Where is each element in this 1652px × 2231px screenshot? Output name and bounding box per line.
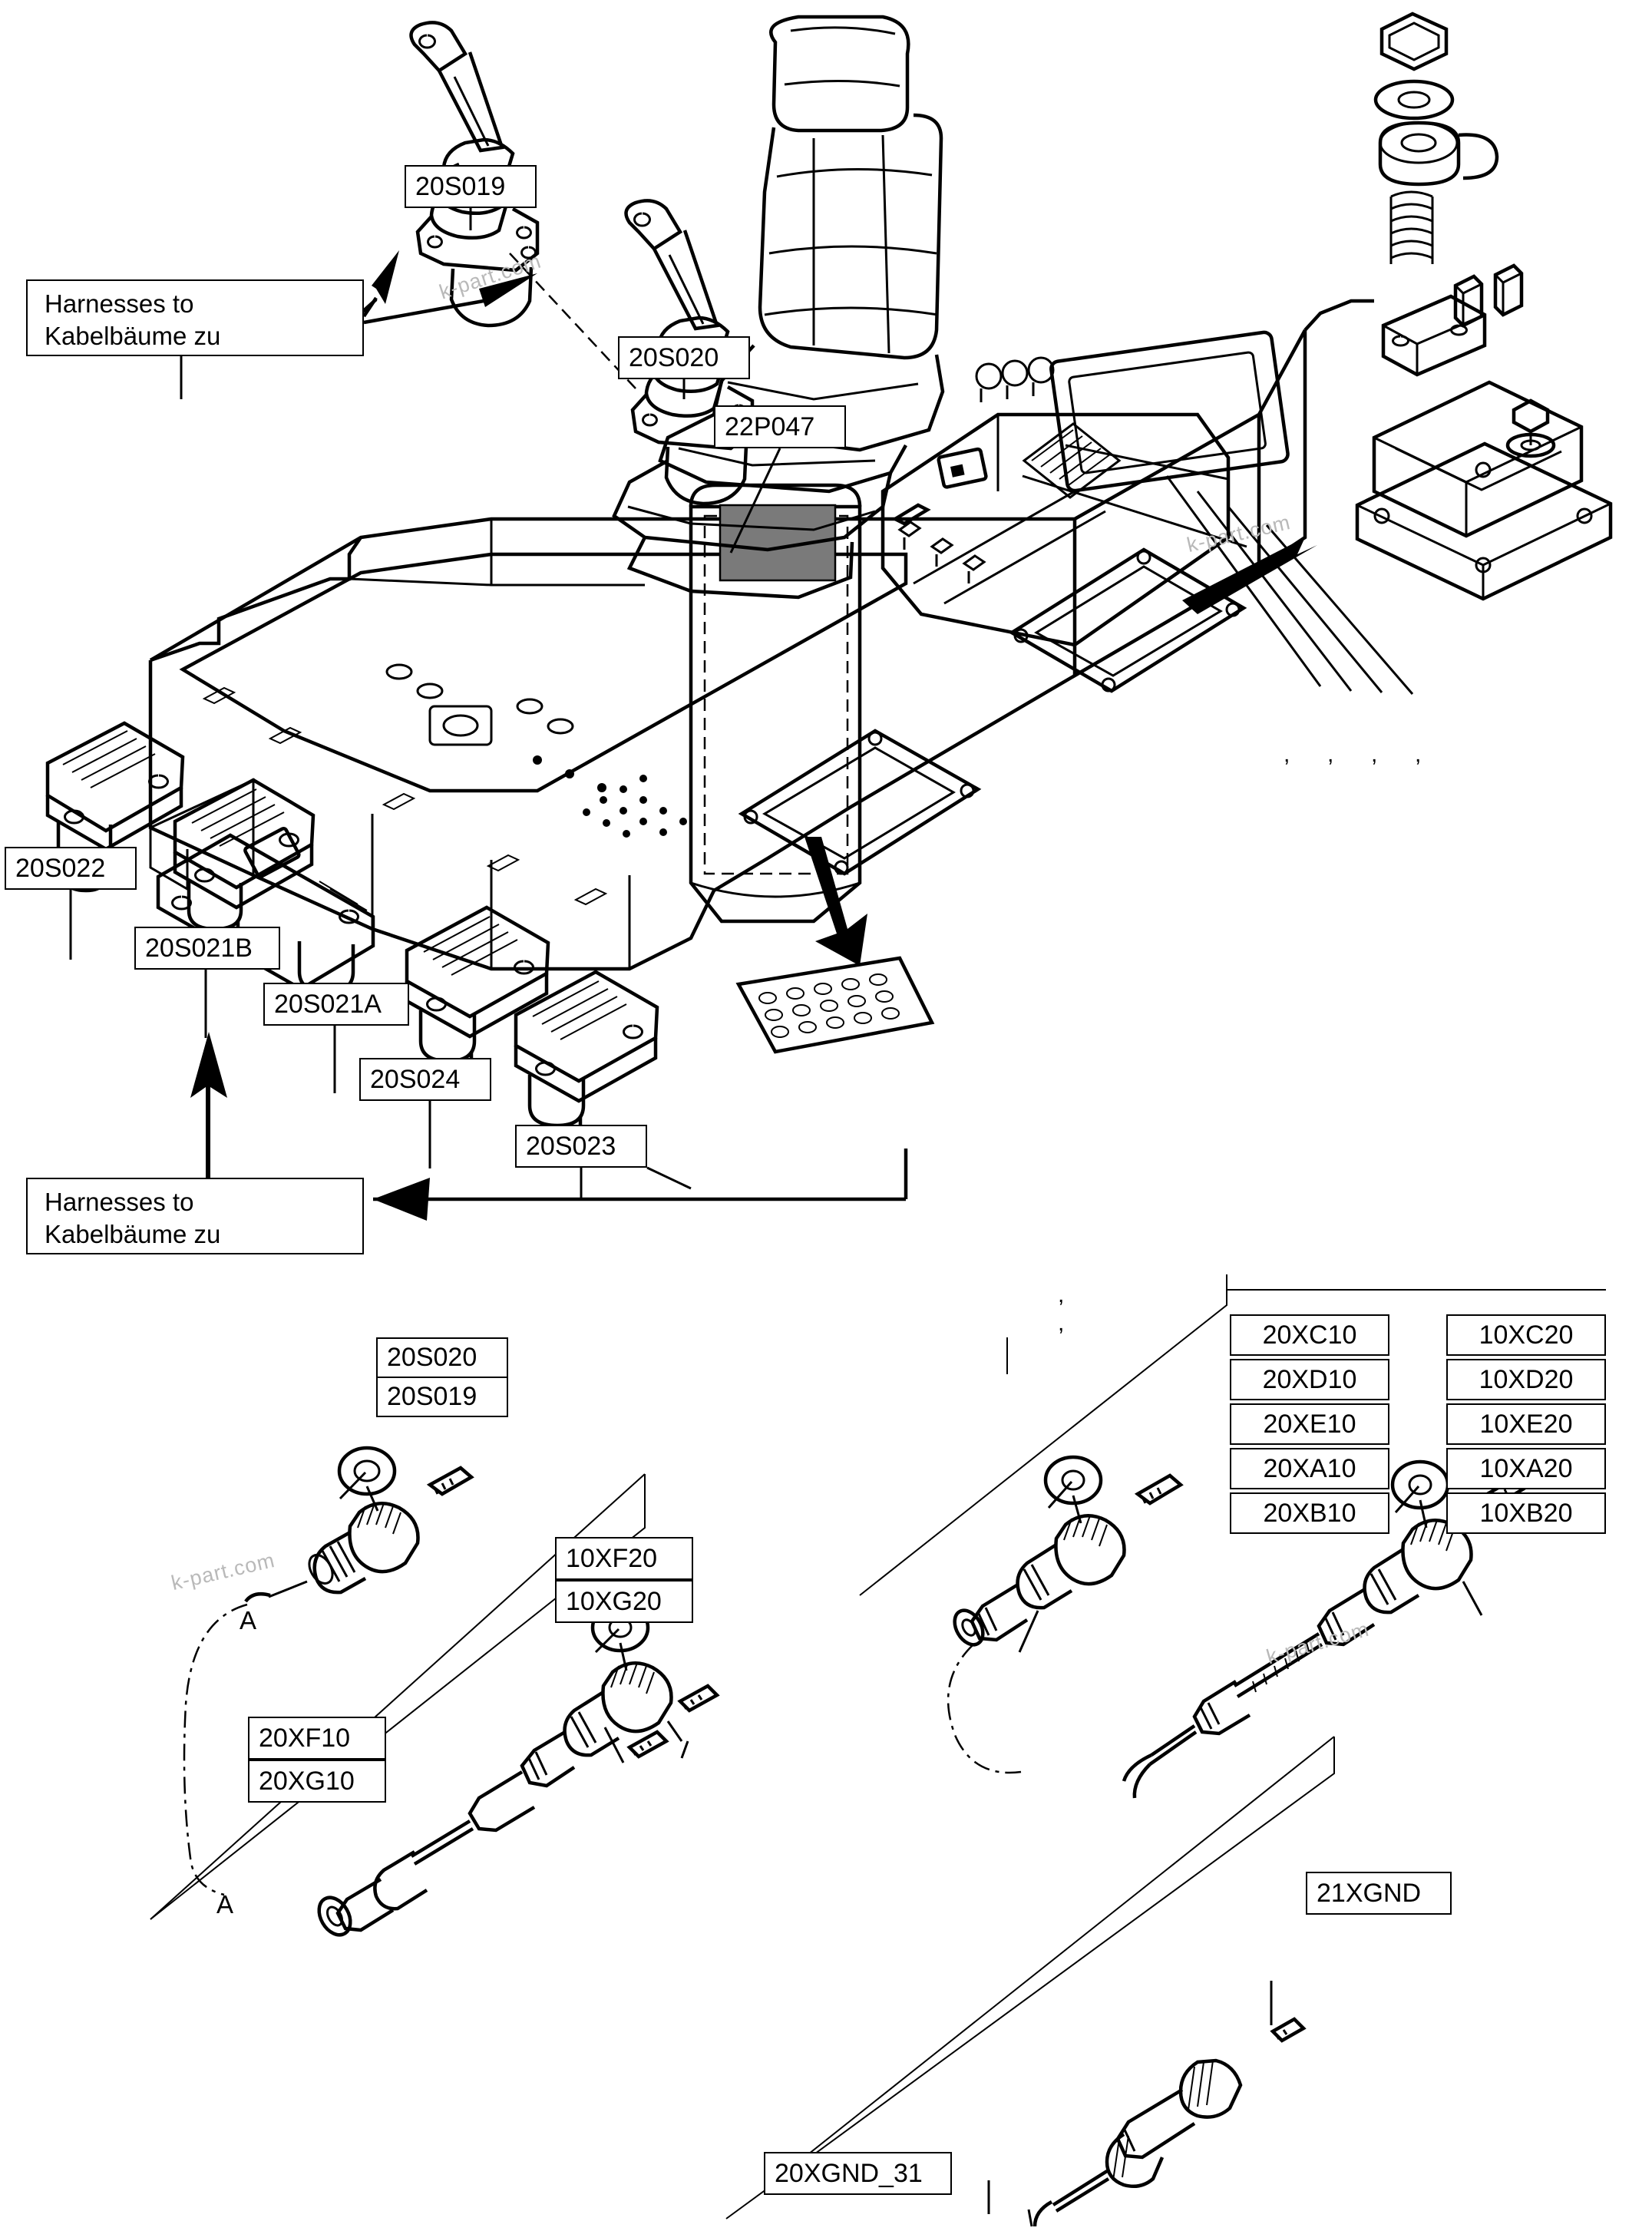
callout-20xf10-connector[interactable]: 20XF10 [248, 1717, 386, 1760]
callout-10xd20[interactable]: 10XD20 [1446, 1359, 1606, 1400]
floor-access-panel-lower [738, 729, 982, 876]
callout-20s019-joystick[interactable]: 20S019 [405, 165, 537, 208]
stray-comma-6: , [1058, 1311, 1065, 1336]
connector-assembly-right-upper [953, 1455, 1184, 1653]
leader-lines-pedals [69, 890, 908, 1221]
section-route-a-a [183, 1603, 248, 1896]
section-letter-a-upper: A [240, 1606, 257, 1634]
enclosure-box [1355, 380, 1613, 601]
callout-20s021a-pedal[interactable]: 20S021A [263, 983, 409, 1026]
callout-20s022-pedal[interactable]: 20S022 [5, 847, 137, 890]
spring-part [1389, 190, 1434, 264]
cab-floor-platform [148, 299, 1374, 971]
harness-note-bottom: Harnesses to Kabelbäume zu [26, 1178, 364, 1254]
cable-braid [1252, 1642, 1310, 1693]
callout-20s021b-pedal[interactable]: 20S021B [134, 927, 280, 970]
connector-route-right [947, 1644, 1022, 1774]
section-letter-a-lower: A [216, 1890, 234, 1919]
callout-20xa10[interactable]: 20XA10 [1230, 1448, 1389, 1489]
stray-comma-3: , [1371, 742, 1378, 767]
callout-20s024-pedal[interactable]: 20S024 [359, 1058, 491, 1101]
leader-lines-upper [180, 208, 1414, 695]
console-pedestal [689, 483, 862, 924]
callout-10xc20[interactable]: 10XC20 [1446, 1314, 1606, 1356]
callout-20xe10[interactable]: 20XE10 [1230, 1403, 1389, 1445]
callout-20xc10[interactable]: 20XC10 [1230, 1314, 1389, 1356]
hardware-stack-top-right [1373, 12, 1524, 377]
switch-row [891, 503, 986, 583]
callout-20xb10[interactable]: 20XB10 [1230, 1492, 1389, 1534]
note-line-en: Harnesses to [45, 289, 194, 318]
stray-comma-7: , [17, 2217, 24, 2231]
connector-assembly-right-lower [1122, 1459, 1531, 1799]
callout-21xgnd-ground[interactable]: 21XGND [1306, 1872, 1452, 1915]
stray-comma-2: , [1327, 742, 1334, 767]
callout-20s020[interactable]: 20S020 [387, 1343, 477, 1372]
callout-20xg10-connector[interactable]: 20XG10 [248, 1760, 386, 1803]
callout-20s019[interactable]: 20S019 [378, 1377, 507, 1416]
ground-lead-assembly [987, 1981, 1307, 2227]
note-line-en: Harnesses to [45, 1188, 194, 1216]
callout-10xb20[interactable]: 10XB20 [1446, 1492, 1606, 1534]
perforated-cover-plate [735, 837, 935, 1054]
connector-assembly-left-upper [244, 1446, 474, 1603]
callout-10xg20-connector[interactable]: 10XG20 [555, 1580, 693, 1623]
callout-20s023-pedal[interactable]: 20S023 [515, 1125, 647, 1168]
connector-assembly-left-lower [317, 1602, 720, 1937]
note-line-de: Kabelbäume zu [45, 322, 221, 351]
callout-10xe20[interactable]: 10XE20 [1446, 1403, 1606, 1445]
stray-comma-1: , [1284, 742, 1290, 767]
floor-deck [179, 552, 908, 838]
stray-comma-5: , [1058, 1282, 1065, 1307]
callout-10xf20-connector[interactable]: 10XF20 [555, 1537, 693, 1580]
floor-access-panel-upper [1008, 547, 1247, 693]
stray-comma-4: , [1415, 742, 1422, 767]
callout-joystick-connector-pair[interactable]: 20S020 20S019 [376, 1337, 508, 1417]
callout-20s020-joystick[interactable]: 20S020 [618, 336, 750, 379]
callout-20xgnd31-ground[interactable]: 20XGND_31 [764, 2152, 952, 2195]
note-line-de: Kabelbäume zu [45, 1220, 221, 1249]
pedal-20s024 [405, 905, 550, 1085]
callout-10xa20[interactable]: 10XA20 [1446, 1448, 1606, 1489]
callout-22p047-display[interactable]: 22P047 [714, 405, 846, 448]
harness-note-top: Harnesses to Kabelbäume zu [26, 279, 364, 356]
deck-perforations [583, 775, 687, 838]
callout-20xd10[interactable]: 20XD10 [1230, 1359, 1389, 1400]
